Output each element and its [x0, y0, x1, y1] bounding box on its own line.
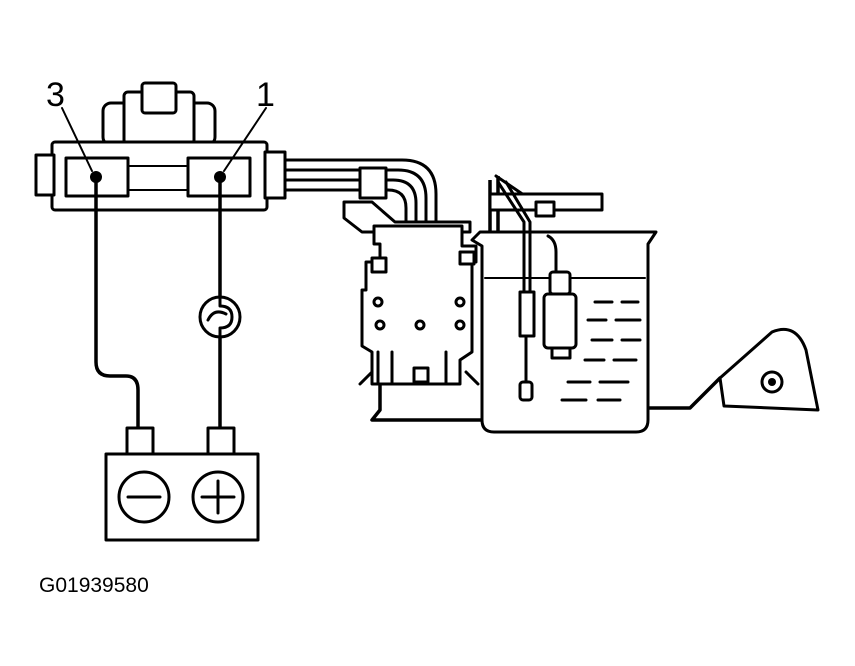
minus-icon	[117, 470, 171, 524]
terminal-1-label: 1	[256, 76, 275, 114]
fuel-level-marks	[560, 300, 642, 402]
lamp-icon	[198, 295, 242, 340]
fuel-pump	[488, 174, 604, 402]
wire-harness	[283, 158, 438, 224]
plus-icon	[191, 470, 245, 524]
fuel-pump-bracket	[342, 200, 490, 422]
wiring-connector	[34, 81, 287, 212]
figure-code: G01939580	[39, 574, 149, 597]
terminal-3-label: 3	[46, 76, 65, 114]
terminal-3-dot	[90, 171, 102, 183]
battery	[104, 426, 260, 542]
test-leads	[94, 180, 222, 430]
return-line	[648, 327, 820, 412]
terminal-1-dot	[214, 171, 226, 183]
